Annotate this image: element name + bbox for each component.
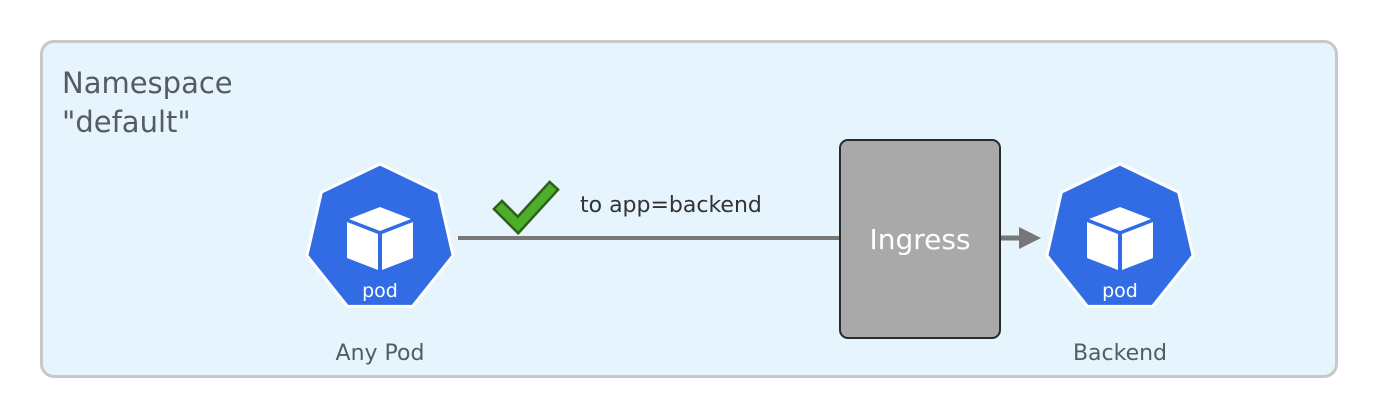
ingress-box: Ingress bbox=[839, 139, 1001, 339]
arrow-to-backend bbox=[1001, 227, 1041, 249]
pod-icon-source-text: pod bbox=[362, 280, 398, 302]
target-pod-label: Backend bbox=[1072, 341, 1168, 366]
pod-icon-target-text: pod bbox=[1102, 280, 1138, 302]
namespace-title-line2: "default" bbox=[62, 105, 191, 139]
source-pod-label: Any Pod bbox=[335, 341, 425, 366]
pod-icon-target bbox=[1045, 162, 1195, 308]
namespace-title: Namespace "default" bbox=[62, 64, 233, 142]
namespace-title-line1: Namespace bbox=[62, 66, 233, 100]
checkmark-icon bbox=[492, 180, 560, 236]
ingress-label: Ingress bbox=[869, 222, 971, 256]
pod-icon-source bbox=[305, 162, 455, 308]
cube-icon-source bbox=[347, 207, 413, 270]
edge-label: to app=backend bbox=[580, 193, 762, 218]
cube-icon-target bbox=[1087, 207, 1153, 270]
